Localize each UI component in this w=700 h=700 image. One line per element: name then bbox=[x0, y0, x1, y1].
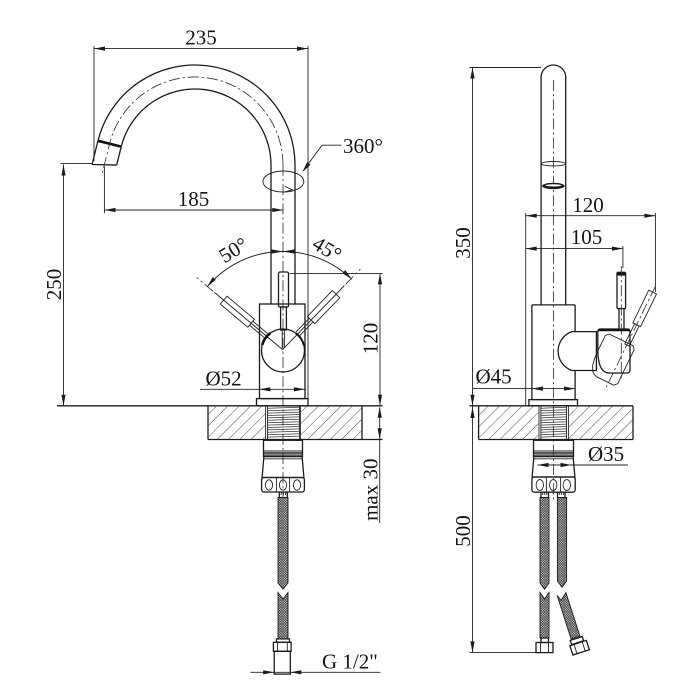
svg-text:G 1/2": G 1/2" bbox=[322, 650, 378, 674]
svg-text:185: 185 bbox=[178, 187, 210, 211]
svg-text:max 30: max 30 bbox=[358, 458, 382, 520]
svg-text:120: 120 bbox=[572, 193, 604, 217]
svg-text:105: 105 bbox=[571, 225, 603, 249]
svg-text:Ø52: Ø52 bbox=[206, 367, 242, 391]
svg-text:500: 500 bbox=[451, 515, 475, 547]
svg-text:Ø45: Ø45 bbox=[476, 365, 512, 389]
svg-text:250: 250 bbox=[42, 269, 66, 301]
svg-text:350: 350 bbox=[451, 227, 475, 259]
svg-text:120: 120 bbox=[359, 323, 383, 355]
svg-text:235: 235 bbox=[185, 26, 217, 50]
svg-text:Ø35: Ø35 bbox=[588, 442, 624, 466]
svg-text:360°: 360° bbox=[343, 134, 383, 158]
